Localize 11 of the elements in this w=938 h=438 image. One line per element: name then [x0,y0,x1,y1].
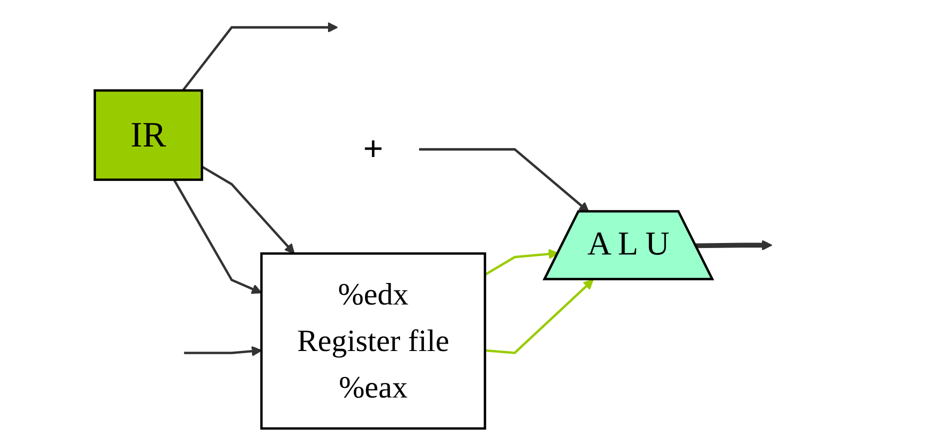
arrow [182,22,338,92]
arrow [184,346,262,356]
arrow [419,148,590,212]
node-text: + [363,130,384,170]
node-box: IR [94,89,204,181]
arrow [484,279,594,354]
arrow [696,240,772,250]
node-box: %edx Register file %eax [260,252,486,430]
arrow [201,166,295,254]
arrow [173,179,262,294]
arrow [484,248,559,276]
